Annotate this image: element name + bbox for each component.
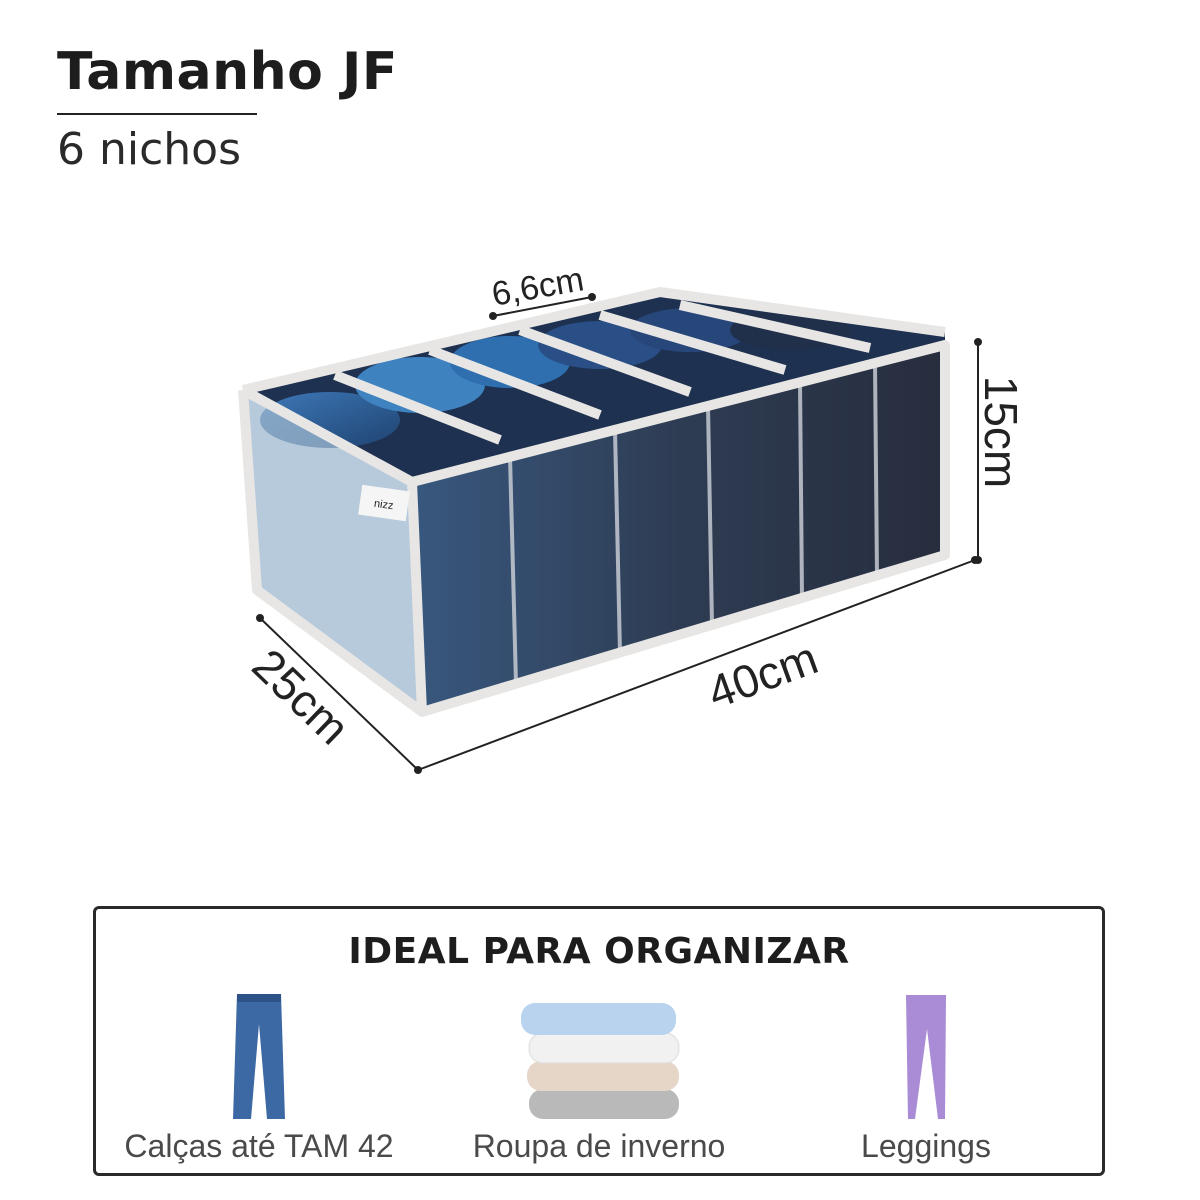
ideal-item-label: Leggings xyxy=(861,1128,991,1164)
leggings-icon xyxy=(906,995,946,1119)
brand-tag-text: nizz xyxy=(373,498,394,513)
folded-sweaters-icon xyxy=(521,1003,680,1119)
organizer-left-side xyxy=(243,390,422,712)
height-label: 15cm xyxy=(975,376,1027,488)
page-subtitle: 6 nichos xyxy=(57,124,242,175)
organizer-product-illustration: nizz 6,6cm 15cm 25cm 40cm xyxy=(238,260,1027,774)
organizer-front-side xyxy=(412,345,945,712)
dimension-endpoints xyxy=(256,293,982,774)
dimension-lines xyxy=(259,296,979,771)
ideal-item-jeans: Calças até TAM 42 xyxy=(99,989,419,1165)
ideal-item-label: Calças até TAM 42 xyxy=(124,1128,394,1164)
panel-title: IDEAL PARA ORGANIZAR xyxy=(348,931,850,972)
ideal-item-winter-clothes: Roupa de inverno xyxy=(439,989,759,1165)
jeans-icon xyxy=(233,994,285,1119)
page-title: Tamanho JF xyxy=(57,42,398,102)
title-underline xyxy=(57,113,257,115)
organizer-trim xyxy=(238,287,950,717)
niche-dividers xyxy=(508,362,879,685)
ideal-item-leggings: Leggings xyxy=(766,989,1086,1165)
ideal-for-panel: IDEAL PARA ORGANIZAR Calças até TAM 42 R… xyxy=(93,906,1105,1176)
brand-tag xyxy=(358,484,410,522)
length-label: 40cm xyxy=(701,631,824,718)
ideal-item-label: Roupa de inverno xyxy=(472,1128,726,1164)
niche-width-label: 6,6cm xyxy=(489,260,587,314)
